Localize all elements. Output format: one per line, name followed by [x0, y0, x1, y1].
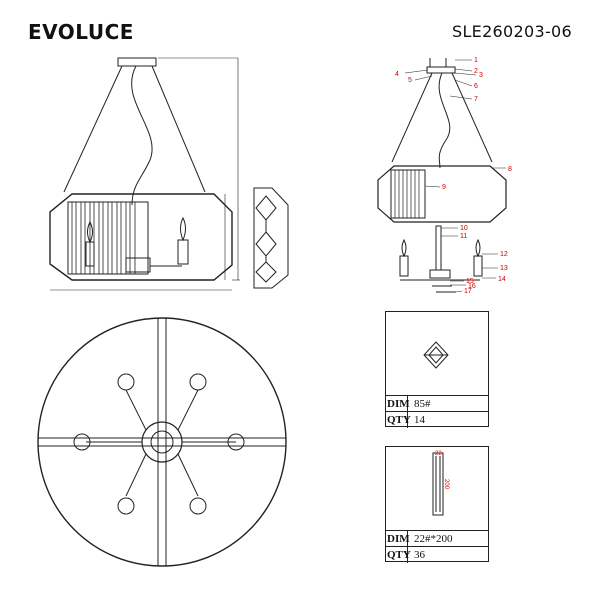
callout-4: 4: [395, 71, 399, 78]
part-number-1: 22: [435, 451, 442, 457]
dim-value: 85#: [414, 398, 431, 410]
callout-9: 9: [442, 184, 446, 191]
callout-7: 7: [474, 96, 478, 103]
callout-8: 8: [508, 166, 512, 173]
qty-label: QTY: [387, 412, 411, 428]
qty-value: 36: [414, 549, 425, 561]
callout-15: 15: [466, 278, 474, 285]
diamond-crystal-icon: [423, 341, 449, 369]
part-number-2: 200: [443, 478, 450, 490]
callout-2: 2: [474, 68, 478, 75]
brand-logo: EVOLUCE: [28, 20, 134, 44]
callout-16: 16: [468, 283, 476, 290]
chandelier-top-plan-icon: [37, 317, 287, 567]
crystal-table-diamond: DIM 85# QTY 14: [385, 311, 489, 428]
prism-bar-icon: [432, 452, 444, 516]
callout-13: 13: [500, 265, 508, 272]
crystal-diamond-chain-icon: [253, 187, 289, 289]
model-number: SLE260203-06: [452, 22, 572, 41]
canopy: [117, 57, 157, 67]
callout-3: 3: [479, 72, 483, 79]
callout-5: 5: [408, 77, 412, 84]
callout-1: 1: [474, 57, 478, 64]
dim-label: DIM: [387, 531, 410, 547]
dim-value: 22#*200: [414, 533, 453, 545]
callout-17: 17: [464, 288, 472, 295]
callout-10: 10: [460, 225, 468, 232]
qty-label: QTY: [387, 547, 411, 563]
chandelier-elevation-icon: [49, 57, 240, 291]
callout-6: 6: [474, 83, 478, 90]
shade-outline: [49, 193, 233, 281]
callout-14: 14: [498, 276, 506, 283]
callout-11: 11: [460, 233, 467, 240]
callout-12: 12: [500, 251, 508, 258]
qty-value: 14: [414, 414, 425, 426]
dim-label: DIM: [387, 396, 410, 412]
crystal-table-prism: 22 200 DIM 22#*200 QTY 36: [385, 446, 489, 563]
exploded-parts-view-icon: [377, 58, 507, 293]
